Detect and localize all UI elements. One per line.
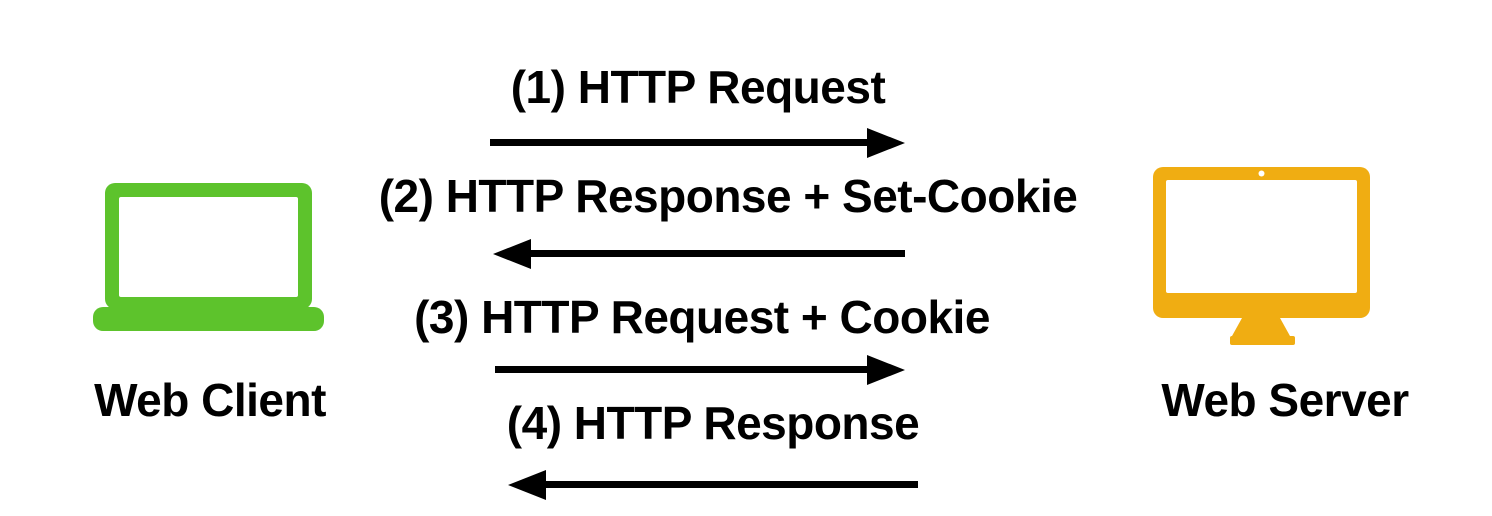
- message-1-label: (1) HTTP Request: [510, 61, 886, 113]
- laptop-screen: [119, 197, 298, 297]
- monitor-icon: [1153, 167, 1370, 345]
- monitor-camera-dot: [1258, 170, 1265, 177]
- message-2-label: (2) HTTP Response + Set-Cookie: [378, 170, 1078, 222]
- laptop-icon: [93, 183, 324, 331]
- monitor-screen: [1166, 180, 1357, 293]
- arrow-right-1: [490, 139, 867, 146]
- arrow-left-4: [546, 481, 918, 488]
- web-client-label: Web Client: [94, 374, 326, 426]
- web-server-label: Web Server: [1161, 374, 1409, 426]
- monitor-stand-base: [1230, 336, 1295, 345]
- laptop-base: [93, 307, 324, 331]
- message-4-label: (4) HTTP Response: [506, 397, 920, 449]
- arrow-right-3: [495, 366, 867, 373]
- message-3-label: (3) HTTP Request + Cookie: [414, 291, 990, 343]
- monitor-stand: [1232, 318, 1290, 336]
- arrow-left-2: [531, 250, 905, 257]
